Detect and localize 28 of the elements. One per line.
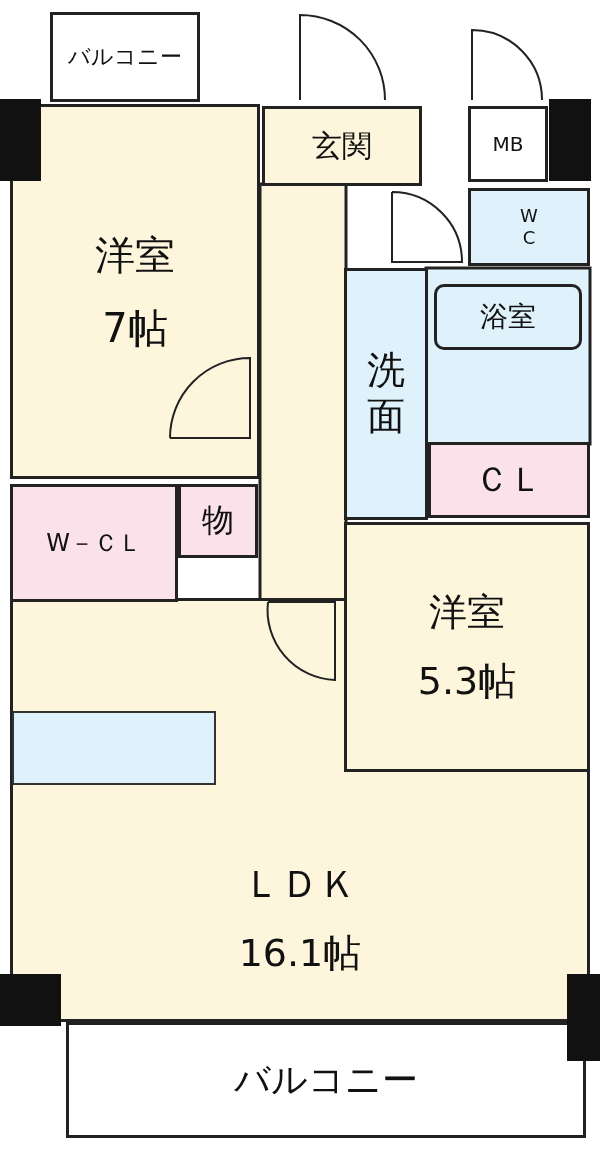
room-label: 16.1帖 xyxy=(238,930,362,977)
walk-in-closet-area xyxy=(10,484,178,602)
entrance-area xyxy=(262,106,422,186)
room-label: 洗面 xyxy=(366,348,406,440)
room-label: W C xyxy=(519,205,539,249)
bedroom-area xyxy=(344,522,590,772)
washroom-area xyxy=(344,268,428,520)
balcony-area xyxy=(50,12,200,102)
room-label: バルコニー xyxy=(234,1057,418,1102)
balcony-area xyxy=(66,1022,586,1138)
bathtub-area xyxy=(434,284,582,350)
room-label: バルコニー xyxy=(68,43,182,71)
room-label: 洋室 xyxy=(95,230,175,280)
room-label: 洋室 xyxy=(429,589,505,636)
storage-area xyxy=(178,484,258,558)
room-label: 浴室 xyxy=(480,299,536,335)
room-label: ＣＬ xyxy=(475,458,543,501)
room-label: 玄関 xyxy=(312,126,372,165)
meter-box-area xyxy=(468,106,548,182)
room-label: ＬＤＫ xyxy=(243,861,357,908)
toilet-area xyxy=(468,188,590,266)
bedroom-area xyxy=(10,104,260,479)
room-label: 5.3帖 xyxy=(417,658,517,705)
room-label: 物 xyxy=(202,500,234,541)
closet-area xyxy=(428,442,590,518)
room-label: 7帖 xyxy=(102,303,168,353)
room-label: MB xyxy=(492,132,524,156)
room-label: W－ＣＬ xyxy=(46,528,142,559)
